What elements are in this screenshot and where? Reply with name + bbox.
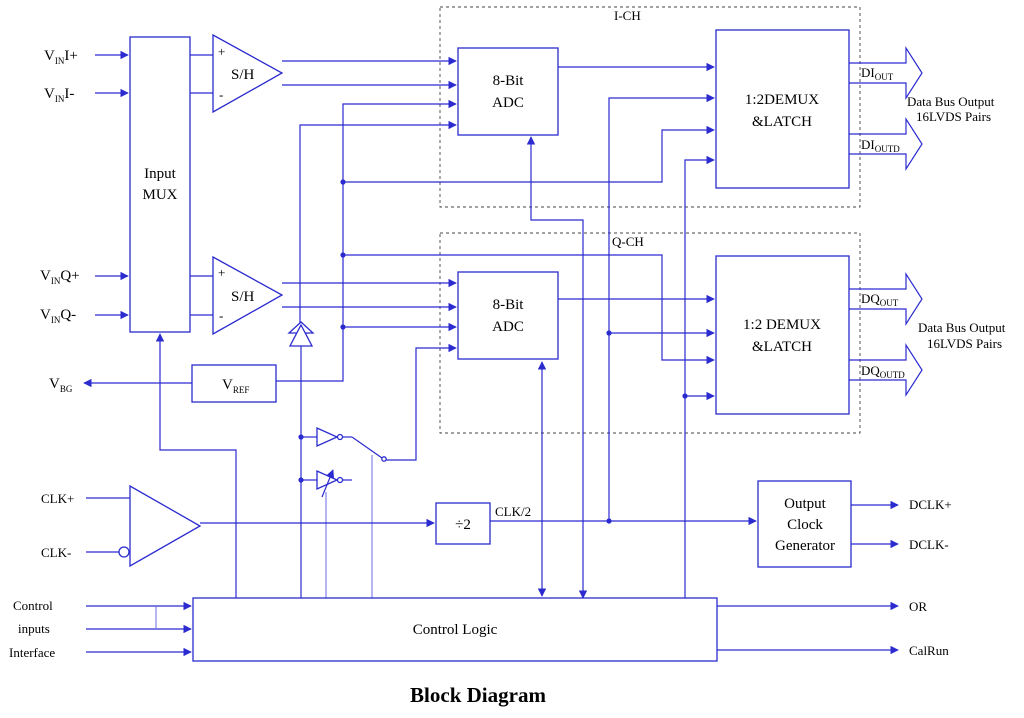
di-out-label: DIOUT — [861, 65, 894, 82]
divide-by-2-block — [435, 502, 491, 545]
bus-q-label-1: Data Bus Output — [918, 320, 1006, 335]
q-channel-region — [439, 232, 861, 434]
control-inputs-label-1: Control — [13, 598, 53, 613]
bus-i-label-2: 16LVDS Pairs — [916, 109, 991, 124]
vref-label: VREF — [222, 377, 249, 395]
dclk-plus-label: DCLK+ — [909, 497, 952, 512]
demux-q-label-1: 1:2 DEMUX — [743, 317, 821, 333]
or-label: OR — [909, 599, 927, 614]
input-mux-label-1: Input — [144, 166, 176, 182]
adc-q-label-1: 8-Bit — [493, 297, 525, 313]
demux-q-block — [715, 255, 850, 415]
i-channel-region — [439, 6, 861, 208]
vin-q-plus-label: VINQ+ — [40, 268, 80, 286]
adc-q-block — [457, 271, 559, 360]
diagram-title: Block Diagram — [410, 683, 546, 707]
vin-i-plus-label: VINI+ — [44, 48, 78, 66]
vin-q-minus-label: VINQ- — [40, 307, 76, 325]
dq-outd-label: DQOUTD — [861, 363, 905, 380]
calrun-label: CalRun — [909, 643, 949, 658]
ocg-label-2: Clock — [787, 517, 823, 533]
dclk-minus-label: DCLK- — [909, 537, 949, 552]
divide-by-2-label: ÷2 — [455, 517, 471, 533]
bus-i-label-1: Data Bus Output — [907, 94, 995, 109]
adc-i-label-2: ADC — [492, 95, 524, 111]
interface-label: Interface — [9, 645, 55, 660]
sh-i-plus: + — [218, 44, 225, 59]
demux-i-label-2: &LATCH — [752, 114, 812, 130]
control-logic-label: Control Logic — [413, 622, 498, 638]
sh-i-label: S/H — [231, 67, 255, 83]
clk-minus-bubble — [118, 546, 130, 558]
sh-i-minus: - — [219, 87, 223, 102]
demux-q-label-2: &LATCH — [752, 339, 812, 355]
clk-minus-label: CLK- — [41, 545, 71, 560]
bus-q-label-2: 16LVDS Pairs — [927, 336, 1002, 351]
di-outd-bus-arrow — [849, 116, 923, 172]
dq-out-bus-arrow — [849, 271, 923, 327]
adc-i-block — [457, 47, 559, 136]
ocg-label-1: Output — [784, 496, 827, 512]
q-channel-label: Q-CH — [612, 234, 644, 249]
i-channel-label: I-CH — [614, 8, 641, 23]
sh-q-amplifier — [212, 255, 284, 336]
vbg-label: VBG — [49, 376, 73, 394]
input-mux-block — [129, 36, 191, 333]
dq-outd-bus-arrow — [849, 342, 923, 398]
clk-input-buffer — [129, 484, 202, 568]
adc-q-label-2: ADC — [492, 319, 524, 335]
control-inputs-label-2: inputs — [18, 621, 50, 636]
sh-q-label: S/H — [231, 289, 255, 305]
buffer-triangle — [288, 323, 314, 347]
adc-i-label-1: 8-Bit — [493, 73, 525, 89]
di-out-bus-arrow — [849, 45, 923, 101]
input-mux-label-2: MUX — [142, 187, 177, 203]
switch-contact — [381, 456, 387, 462]
di-outd-label: DIOUTD — [861, 137, 900, 154]
sh-i-amplifier — [212, 33, 284, 114]
sh-q-plus: + — [218, 265, 225, 280]
vin-i-minus-label: VINI- — [44, 86, 74, 104]
demux-i-label-1: 1:2DEMUX — [745, 92, 819, 108]
sh-q-minus: - — [219, 308, 223, 323]
clk2-label: CLK/2 — [495, 504, 531, 519]
vref-block — [191, 364, 277, 403]
inverter-1 — [316, 426, 339, 448]
demux-i-block — [715, 29, 850, 189]
output-clock-generator-block — [757, 480, 852, 568]
dq-out-label: DQOUT — [861, 291, 899, 308]
control-logic-block — [192, 597, 718, 662]
ocg-label-3: Generator — [775, 538, 835, 554]
clk-plus-label: CLK+ — [41, 491, 74, 506]
